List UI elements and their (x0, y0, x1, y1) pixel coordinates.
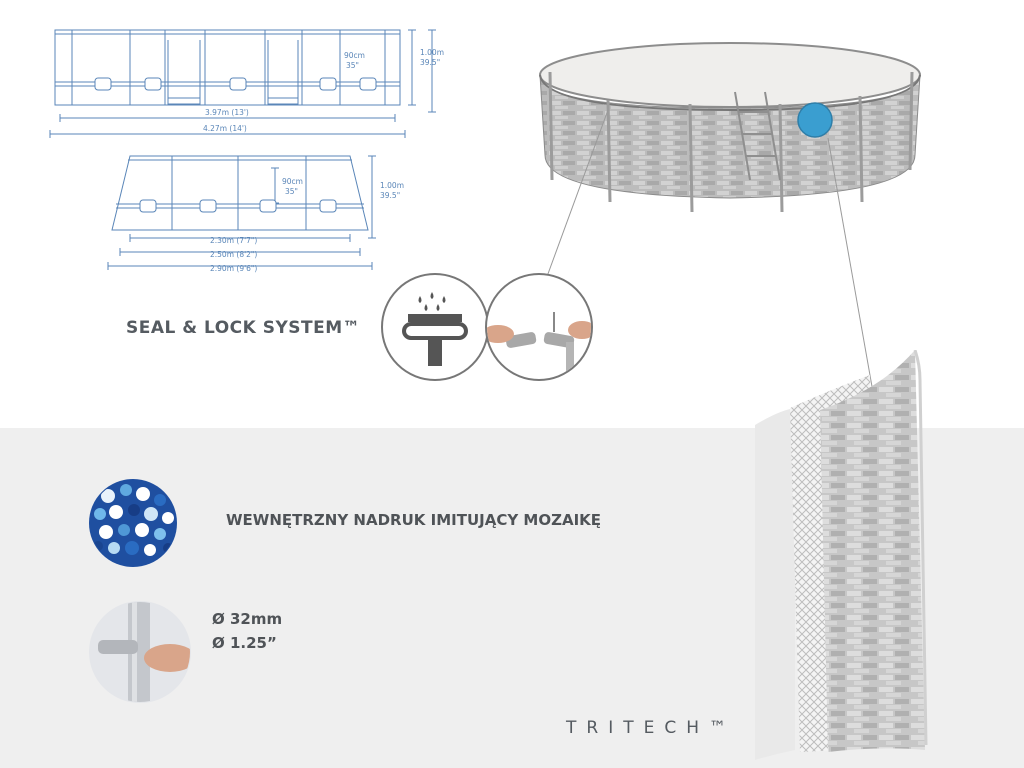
bottom-width-2: 2.50m (8'2") (210, 250, 257, 259)
seal-icon (381, 273, 489, 381)
blueprint-side-view: 90cm 35" 1.00m 39.5" 3.97m (13') 4.27m (… (49, 29, 444, 138)
top-total-metric: 1.00m (420, 48, 444, 57)
blueprint-end-view: 90cm 35" 1.00m 39.5" 2.30m (7'7") 2.50m … (107, 155, 404, 273)
top-total-imperial: 39.5" (420, 58, 440, 67)
diameter-imperial: Ø 1.25” (212, 634, 277, 652)
top-height-imperial: 35" (346, 61, 359, 70)
porthole-icon (797, 102, 833, 138)
bottom-width-3: 2.90m (9'6") (210, 264, 257, 273)
lock-connection-icon (485, 273, 593, 381)
mosaic-print-label: WEWNĘTRZNY NADRUK IMITUJĄCY MOZAIKĘ (226, 511, 602, 529)
bottom-total-imperial: 39.5" (380, 191, 400, 200)
top-inner-width: 3.97m (13') (205, 108, 249, 117)
water-drops-icon (418, 292, 446, 311)
bottom-height-imperial: 35" (285, 187, 298, 196)
bottom-height-metric: 90cm (282, 177, 303, 186)
mosaic-swatch-icon (89, 479, 177, 567)
diameter-metric: Ø 32mm (212, 610, 283, 628)
bottom-total-metric: 1.00m (380, 181, 404, 190)
bottom-width-1: 2.30m (7'7") (210, 236, 257, 245)
seal-lock-title: SEAL & LOCK SYSTEM™ (126, 318, 361, 338)
top-outer-width: 4.27m (14') (203, 124, 247, 133)
pool-illustration (539, 42, 921, 213)
tritech-logo: TRITECH™ (566, 718, 736, 738)
top-height-metric: 90cm (344, 51, 365, 60)
pipe-diameter-icon (89, 601, 191, 703)
tritech-wall-section (755, 350, 928, 760)
